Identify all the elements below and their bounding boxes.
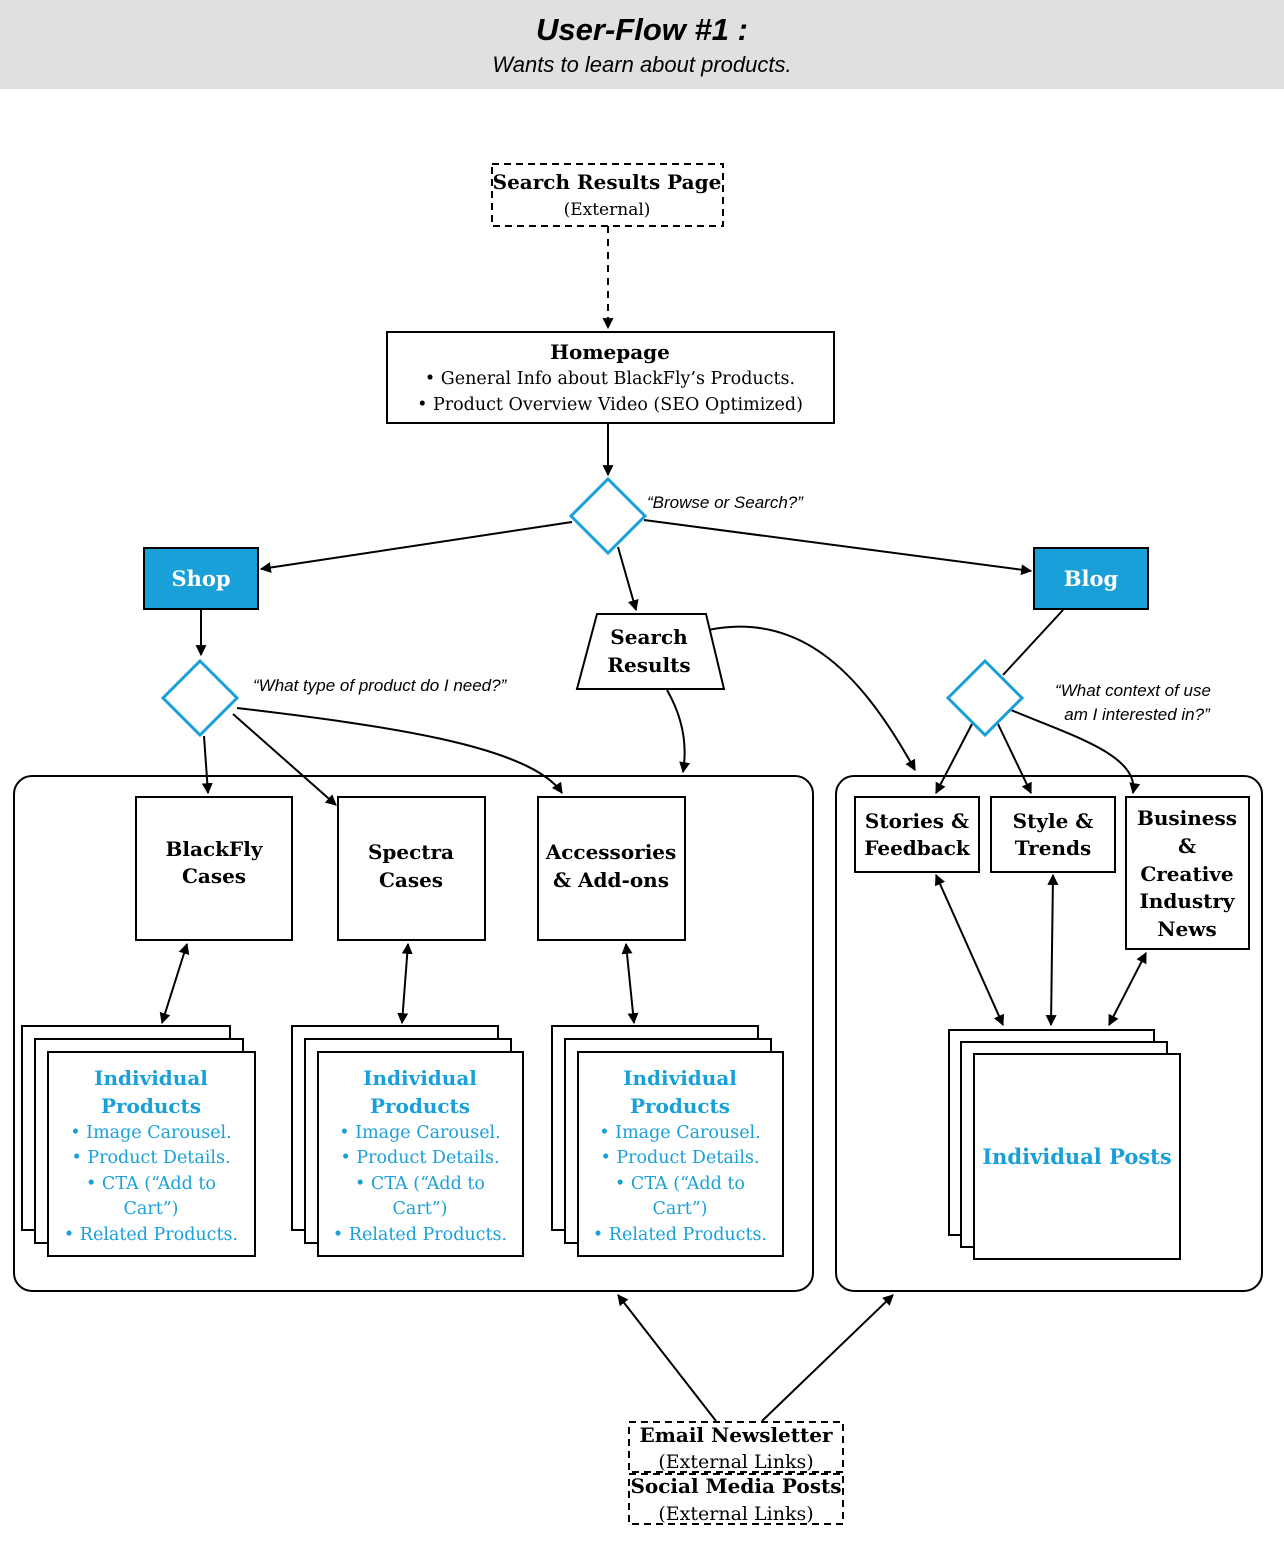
individual-products-bullet: • CTA (“Add to (86, 1174, 216, 1194)
homepage-title: Homepage (550, 340, 670, 364)
edge-decision-to-blog (643, 519, 1033, 576)
individual-products-title: Products (370, 1094, 470, 1118)
business-news-node[interactable]: Business & Creative Industry News (1125, 796, 1250, 950)
accessories-label: Accessories (545, 840, 677, 864)
individual-products-bullet: • Image Carousel. (70, 1123, 231, 1143)
individual-products-stack-spectra[interactable]: Individual Products • Image Carousel. • … (291, 1025, 524, 1257)
style-label: Style & (1013, 809, 1094, 833)
search-results-label: Search (610, 625, 688, 649)
individual-products-bullet: • Related Products. (64, 1225, 238, 1245)
decision-context-label: am I interested in?” (1064, 705, 1211, 724)
edge-external-to-products (617, 1294, 717, 1422)
search-results-page-sub: (External) (564, 200, 651, 220)
style-label: Trends (1015, 836, 1091, 860)
individual-products-bullet: • Product Details. (600, 1148, 759, 1168)
stories-label: Feedback (864, 836, 971, 860)
page-title: User-Flow #1 : (536, 12, 748, 47)
edge-spectra-products (397, 942, 413, 1025)
edge-decision-to-stories (935, 723, 973, 794)
email-newsletter-title: Email Newsletter (639, 1423, 833, 1447)
individual-products-title: Individual (94, 1066, 208, 1090)
edge-decision-to-search-results (617, 546, 639, 612)
style-trends-node[interactable]: Style & Trends (990, 796, 1116, 873)
edge-decision-to-style (997, 723, 1032, 794)
search-results-page-node[interactable]: Search Results Page (External) (491, 163, 724, 227)
spectra-cases-label: Spectra (368, 840, 454, 864)
individual-products-title: Products (101, 1094, 201, 1118)
decision-product-type-label: “What type of product do I need?” (253, 676, 508, 695)
spectra-cases-node[interactable]: Spectra Cases (337, 796, 486, 941)
edge-decision-to-business (1010, 709, 1141, 795)
edge-blackfly-products (159, 942, 190, 1025)
decision-context-label: “What context of use (1055, 681, 1211, 700)
stories-label: Stories & (865, 809, 969, 833)
blog-node[interactable]: Blog (1033, 547, 1149, 610)
decision-browse-search-diamond (568, 476, 648, 556)
header-bar: User-Flow #1 : Wants to learn about prod… (0, 0, 1284, 89)
search-results-page-title: Search Results Page (493, 170, 722, 194)
stories-feedback-node[interactable]: Stories & Feedback (854, 796, 980, 873)
homepage-bullet: • General Info about BlackFly’s Products… (425, 369, 795, 389)
individual-products-title: Products (630, 1094, 730, 1118)
edge-business-posts (1108, 952, 1147, 1026)
individual-products-bullet: • Related Products. (333, 1225, 507, 1245)
edge-external-to-blog (761, 1294, 894, 1422)
individual-products-title: Individual (623, 1066, 737, 1090)
email-newsletter-sub: (External Links) (658, 1451, 813, 1473)
blackfly-cases-label: Cases (182, 864, 246, 888)
individual-products-bullet: • CTA (“Add to (615, 1174, 745, 1194)
social-media-title: Social Media Posts (630, 1474, 841, 1498)
social-media-node[interactable]: Social Media Posts (External Links) (628, 1473, 844, 1525)
business-label: Creative (1140, 862, 1233, 886)
decision-browse-search-label: “Browse or Search?” (647, 493, 804, 512)
blog-label: Blog (1064, 566, 1119, 591)
page-subtitle: Wants to learn about products. (492, 52, 792, 77)
edge-decision-to-blackfly (201, 735, 213, 795)
social-media-sub: (External Links) (658, 1503, 813, 1525)
individual-products-bullet: • Image Carousel. (339, 1123, 500, 1143)
search-results-node[interactable]: Search Results (575, 613, 726, 690)
spectra-cases-label: Cases (379, 868, 443, 892)
edge-search-results-to-stories (707, 625, 916, 771)
individual-products-bullet: Cart”) (653, 1199, 708, 1219)
accessories-label: & Add-ons (553, 868, 669, 892)
business-label: Industry (1139, 889, 1235, 913)
search-results-label: Results (607, 653, 690, 677)
shop-node[interactable]: Shop (143, 547, 259, 610)
individual-products-bullet: • Related Products. (593, 1225, 767, 1245)
blackfly-cases-label: BlackFly (166, 837, 264, 861)
decision-context-diamond (945, 658, 1025, 738)
edge-decision-to-accessories (236, 707, 563, 794)
individual-products-bullet: Cart”) (393, 1199, 448, 1219)
edge-decision-to-spectra (232, 713, 337, 806)
individual-products-bullet: Cart”) (124, 1199, 179, 1219)
individual-posts-label: Individual Posts (982, 1144, 1171, 1169)
business-label: Business (1137, 806, 1237, 830)
edge-accessories-products (621, 942, 639, 1025)
homepage-node[interactable]: Homepage • General Info about BlackFly’s… (386, 331, 835, 424)
email-newsletter-node[interactable]: Email Newsletter (External Links) (628, 1421, 844, 1473)
individual-products-stack-accessories[interactable]: Individual Products • Image Carousel. • … (551, 1025, 784, 1257)
individual-products-bullet: • CTA (“Add to (355, 1174, 485, 1194)
accessories-node[interactable]: Accessories & Add-ons (537, 796, 686, 941)
blackfly-cases-node[interactable]: BlackFly Cases (135, 796, 293, 941)
decision-product-type-diamond (160, 658, 240, 738)
edge-blog-to-decision (1002, 609, 1064, 676)
edge-search-results-to-products (666, 689, 691, 774)
individual-posts-stack[interactable]: Individual Posts (948, 1029, 1181, 1260)
business-label: News (1157, 917, 1216, 941)
individual-products-title: Individual (363, 1066, 477, 1090)
edge-style-posts (1045, 873, 1059, 1027)
individual-products-stack-blackfly[interactable]: Individual Products • Image Carousel. • … (21, 1025, 256, 1257)
homepage-bullet: • Product Overview Video (SEO Optimized) (417, 395, 803, 415)
shop-label: Shop (171, 566, 230, 591)
individual-products-bullet: • Image Carousel. (599, 1123, 760, 1143)
individual-products-bullet: • Product Details. (340, 1148, 499, 1168)
individual-products-bullet: • Product Details. (71, 1148, 230, 1168)
business-label: & (1178, 834, 1196, 858)
edge-decision-to-shop (259, 521, 573, 573)
edge-stories-posts (935, 873, 1004, 1027)
